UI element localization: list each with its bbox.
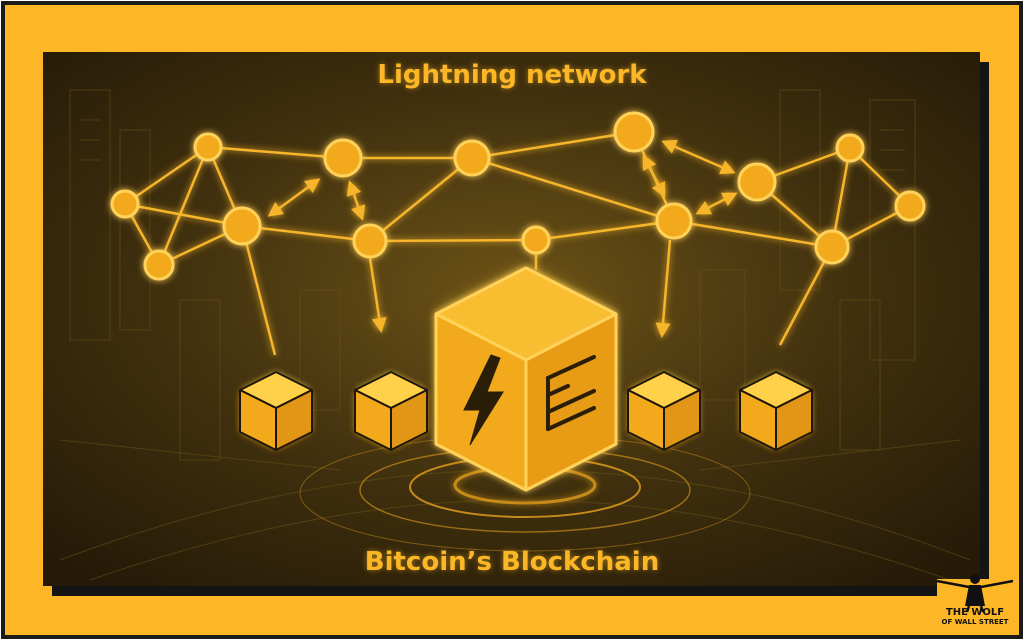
network-node: [222, 206, 262, 246]
network-node: [894, 190, 926, 222]
network-node: [613, 111, 655, 153]
network-node: [323, 138, 363, 178]
network-node: [835, 133, 865, 163]
server-lines-icon: [546, 355, 596, 431]
central-block: [434, 266, 618, 492]
wolf-logo: [936, 574, 1017, 631]
network-node: [521, 225, 551, 255]
network-nodes: [110, 111, 926, 281]
brand-line1: THE WOLF: [945, 607, 1005, 618]
brand-line2: OF WALL STREET: [941, 618, 1009, 626]
block-1: [239, 371, 313, 451]
diagram-title-top: Lightning network: [377, 60, 647, 90]
network-node: [110, 189, 140, 219]
lightning-bolt-icon: [463, 354, 504, 446]
network-node: [737, 162, 777, 202]
network-node: [352, 223, 388, 259]
city-background: [59, 89, 971, 581]
bidirectional-arrow-icon: [267, 139, 738, 338]
network-node: [143, 249, 175, 281]
block-5: [739, 371, 813, 451]
network-node: [453, 139, 491, 177]
network-node: [655, 202, 693, 240]
block-4: [627, 371, 701, 451]
cube-icon: [239, 371, 813, 451]
network-node: [193, 132, 223, 162]
block-2: [354, 371, 428, 451]
network-node: [814, 229, 850, 265]
diagram-title-bottom: Bitcoin’s Blockchain: [364, 547, 660, 577]
